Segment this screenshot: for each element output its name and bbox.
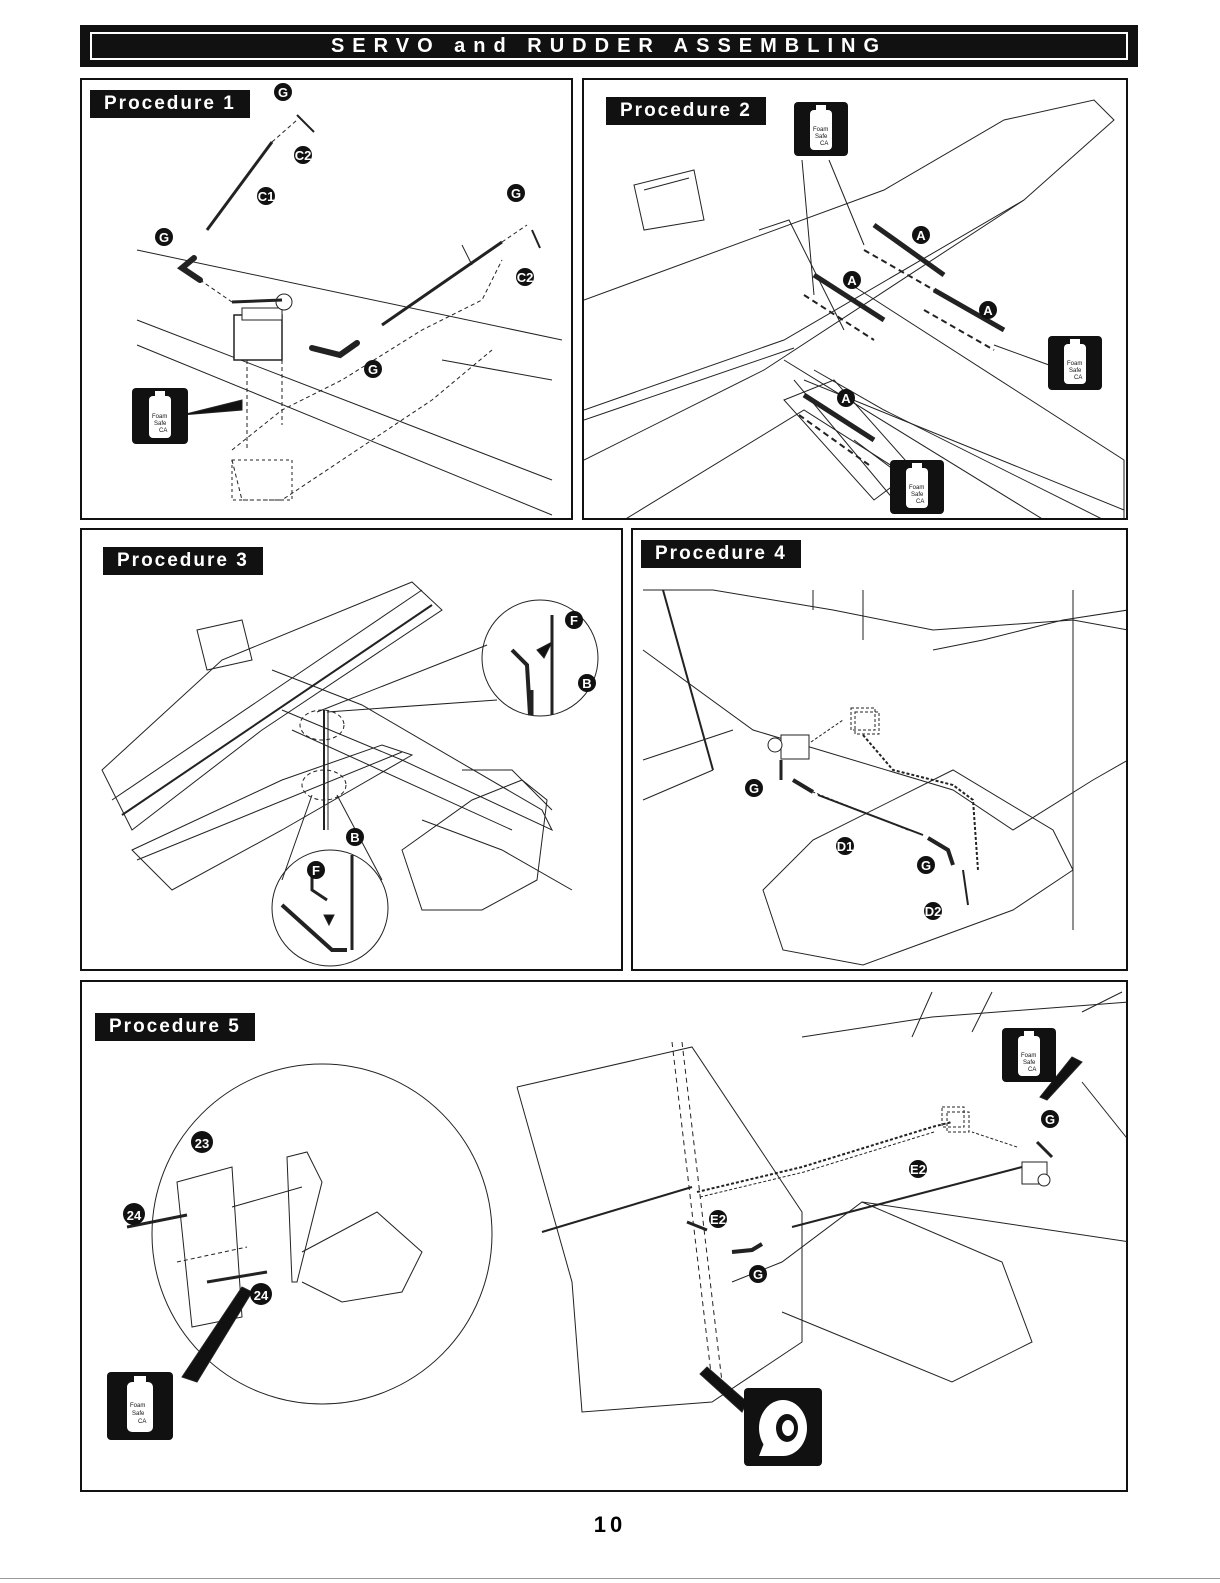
procedure-3-panel: Procedure 3 <box>80 528 623 971</box>
foam-safe-ca-bottle-icon: Foam Safe CA <box>107 1372 173 1440</box>
section-title: SERVO and RUDDER ASSEMBLING <box>331 35 887 58</box>
procedure-5-diagram: 23 24 24 E2 G E2 G Foam Safe CA Foam <box>82 982 1128 1492</box>
procedure-3-diagram: F B B F <box>82 530 623 971</box>
glue-text-line2: Safe <box>1023 1060 1036 1066</box>
part-label-e2: E2 <box>710 1212 726 1227</box>
tape-roll-icon <box>744 1388 822 1466</box>
part-label-e2: E2 <box>910 1162 926 1177</box>
part-label-24: 24 <box>254 1288 269 1303</box>
bottom-rule <box>0 1578 1220 1579</box>
part-label-g: G <box>159 230 169 245</box>
foam-safe-ca-bottle-icon: Foam Safe CA <box>1048 336 1102 390</box>
glue-text-line2: Safe <box>154 421 167 427</box>
page-number: 10 <box>0 1512 1220 1538</box>
part-label-23: 23 <box>195 1136 209 1151</box>
part-label-d1: D1 <box>837 839 854 854</box>
procedure-1-diagram: G C2 C1 G G C2 G Foam Safe CA <box>82 80 573 520</box>
glue-text-line3: CA <box>1028 1067 1036 1073</box>
glue-text-line1: Foam <box>909 485 924 491</box>
glue-text-line3: CA <box>1074 375 1082 381</box>
glue-text-line3: CA <box>138 1419 146 1425</box>
part-label-c2: C2 <box>517 270 534 285</box>
part-label-g: G <box>368 362 378 377</box>
glue-text-line1: Foam <box>1021 1053 1036 1059</box>
part-label-g: G <box>1045 1112 1055 1127</box>
procedure-2-panel: Procedure 2 <box>582 78 1128 520</box>
glue-text-line2: Safe <box>911 492 924 498</box>
part-label-a: A <box>841 391 851 406</box>
part-label-b: B <box>350 830 359 845</box>
section-header-frame: SERVO and RUDDER ASSEMBLING <box>90 32 1128 60</box>
part-label-a: A <box>847 273 857 288</box>
glue-text-line2: Safe <box>132 1411 145 1417</box>
glue-text-line1: Foam <box>130 1403 145 1409</box>
glue-text-line2: Safe <box>815 134 828 140</box>
part-label-a: A <box>983 303 993 318</box>
procedure-4-panel: Procedure 4 <box>631 528 1128 971</box>
glue-text-line3: CA <box>916 499 924 505</box>
glue-text-line3: CA <box>820 141 828 147</box>
part-label-b: B <box>582 676 591 691</box>
part-label-f: F <box>312 863 320 878</box>
part-label-24: 24 <box>127 1208 142 1223</box>
procedure-2-diagram: A A A A Foam Safe CA Foam Safe CA <box>584 80 1128 520</box>
part-label-g: G <box>753 1267 763 1282</box>
part-label-g: G <box>749 781 759 796</box>
foam-safe-ca-bottle-icon: Foam Safe CA <box>1002 1028 1056 1082</box>
part-label-g: G <box>278 85 288 100</box>
part-label-g: G <box>921 858 931 873</box>
foam-safe-ca-bottle-icon: Foam Safe CA <box>794 102 848 156</box>
part-label-d2: D2 <box>925 904 942 919</box>
procedure-4-diagram: G D1 G D2 <box>633 530 1128 971</box>
foam-safe-ca-bottle-icon: Foam Safe CA <box>132 388 188 444</box>
foam-safe-ca-bottle-icon: Foam Safe CA <box>890 460 944 514</box>
glue-text-line1: Foam <box>1067 361 1082 367</box>
part-label-a: A <box>916 228 926 243</box>
part-label-f: F <box>570 613 578 628</box>
procedure-5-panel: Procedure 5 <box>80 980 1128 1492</box>
section-header: SERVO and RUDDER ASSEMBLING <box>80 25 1138 67</box>
procedure-1-panel: Procedure 1 <box>80 78 573 520</box>
glue-text-line1: Foam <box>813 127 828 133</box>
glue-text-line3: CA <box>159 428 167 434</box>
part-label-c1: C1 <box>258 189 275 204</box>
part-label-g: G <box>511 186 521 201</box>
part-label-c2: C2 <box>295 148 312 163</box>
glue-text-line1: Foam <box>152 414 167 420</box>
glue-text-line2: Safe <box>1069 368 1082 374</box>
